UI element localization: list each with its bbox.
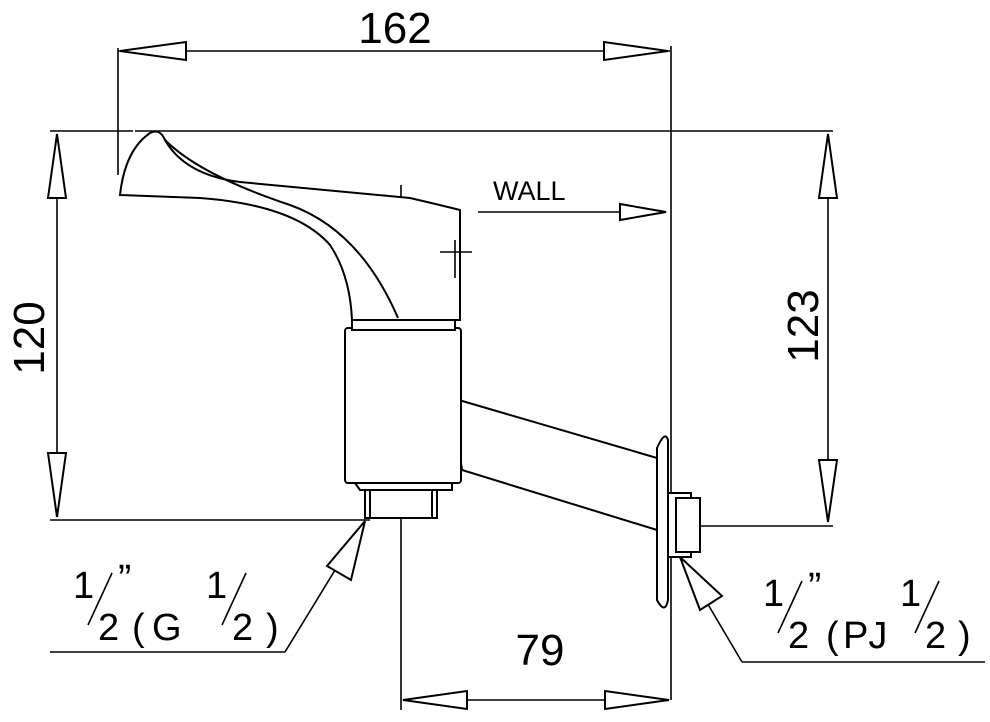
outlet-fraction2-den: 2 <box>232 607 253 649</box>
outlet-fraction-num: 1 <box>73 565 94 607</box>
dimension-162-label: 162 <box>358 4 431 53</box>
inlet-inch-mark: ” <box>808 565 821 609</box>
inlet-thread-callout: 1 2 ” ( PJ 1 2 ) <box>679 556 985 663</box>
dimension-120-label: 120 <box>5 301 54 374</box>
dimension-123: 123 <box>135 130 839 527</box>
inlet-fraction2-num: 1 <box>900 573 921 615</box>
outlet-fraction2-num: 1 <box>206 565 227 607</box>
inlet-fraction2-den: 2 <box>925 615 946 657</box>
faucet-body <box>118 130 701 609</box>
inlet-fraction-num: 1 <box>763 573 784 615</box>
dimension-120: 120 <box>5 130 370 521</box>
outlet-paren-open: ( <box>132 607 145 649</box>
outlet-prefix: G <box>152 607 182 649</box>
outlet-paren-close: ) <box>266 607 279 649</box>
inlet-paren-open: ( <box>826 615 839 657</box>
outlet-fraction-den: 2 <box>98 607 119 649</box>
inlet-prefix: PJ <box>843 615 887 657</box>
wall-line: WALL <box>478 46 672 700</box>
outlet-inch-mark: ” <box>118 557 131 601</box>
inlet-paren-close: ) <box>958 615 971 657</box>
wall-label: WALL <box>493 176 566 206</box>
dimension-79-label: 79 <box>516 626 565 675</box>
dimension-123-label: 123 <box>779 289 828 362</box>
inlet-fraction-den: 2 <box>788 615 809 657</box>
dimension-162: 162 <box>117 4 670 175</box>
outlet-thread-callout: 1 2 ” ( G 1 2 ) <box>50 520 366 653</box>
